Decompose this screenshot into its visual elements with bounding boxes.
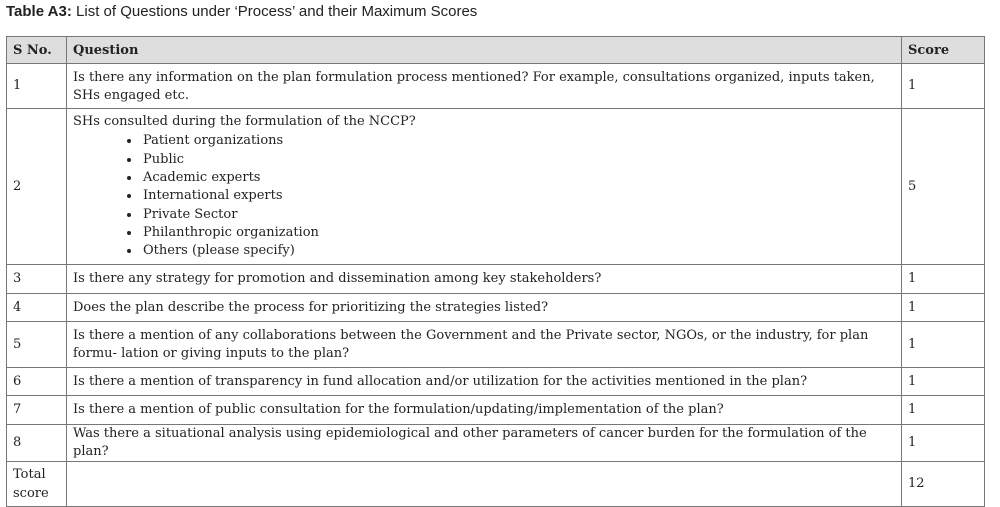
row-score: 1 (901, 293, 985, 322)
list-item: Others (please specify) (141, 242, 895, 260)
row-question: Is there any information on the plan for… (66, 63, 902, 109)
list-item: Academic experts (141, 169, 895, 187)
table-row: 5 Is there a mention of any collaboratio… (6, 321, 985, 368)
row-score: 1 (901, 395, 985, 425)
row-question: Is there a mention of transparency in fu… (66, 367, 902, 396)
header-row: S No. Question Score (6, 36, 985, 64)
total-score: 12 (901, 461, 985, 507)
row-question: Is there any strategy for promotion and … (66, 264, 902, 294)
table-row: 3 Is there any strategy for promotion an… (6, 264, 985, 294)
row-sno: 6 (6, 367, 67, 396)
total-label: Total score (6, 461, 67, 507)
table-caption-label: Table A3: (6, 3, 72, 20)
list-item: Patient organizations (141, 132, 895, 150)
row-sno: 7 (6, 395, 67, 425)
table-caption: Table A3: List of Questions under ‘Proce… (6, 3, 477, 20)
total-question (66, 461, 902, 507)
table-row: 6 Is there a mention of transparency in … (6, 367, 985, 396)
questions-table: S No. Question Score 1 Is there any info… (6, 36, 985, 507)
table-row: 1 Is there any information on the plan f… (6, 63, 985, 109)
stakeholder-options-list: Patient organizations Public Academic ex… (73, 132, 895, 260)
row-score: 1 (901, 264, 985, 294)
header-sno: S No. (6, 36, 67, 64)
row-score: 1 (901, 321, 985, 368)
row-sno: 8 (6, 424, 67, 462)
row-question-with-options: SHs consulted during the formulation of … (66, 108, 902, 265)
row-score: 1 (901, 367, 985, 396)
row-question: Does the plan describe the process for p… (66, 293, 902, 322)
row-sno: 4 (6, 293, 67, 322)
table-row: 4 Does the plan describe the process for… (6, 293, 985, 322)
row-question: SHs consulted during the formulation of … (73, 114, 416, 130)
row-score: 1 (901, 424, 985, 462)
table-row: 8 Was there a situational analysis using… (6, 424, 985, 462)
row-question: Was there a situational analysis using e… (66, 424, 902, 462)
row-score: 1 (901, 63, 985, 109)
row-sno: 5 (6, 321, 67, 368)
table-row: 2 SHs consulted during the formulation o… (6, 108, 985, 265)
row-question: Is there a mention of public consultatio… (66, 395, 902, 425)
row-question: Is there a mention of any collaborations… (66, 321, 902, 368)
header-question: Question (66, 36, 902, 64)
list-item: International experts (141, 187, 895, 205)
list-item: Public (141, 151, 895, 169)
list-item: Private Sector (141, 206, 895, 224)
row-score: 5 (901, 108, 985, 265)
row-sno: 2 (6, 108, 67, 265)
header-score: Score (901, 36, 985, 64)
row-sno: 1 (6, 63, 67, 109)
list-item: Philanthropic organization (141, 224, 895, 242)
row-sno: 3 (6, 264, 67, 294)
table-row: 7 Is there a mention of public consultat… (6, 395, 985, 425)
total-row: Total score 12 (6, 461, 985, 507)
table-caption-text: List of Questions under ‘Process’ and th… (71, 3, 478, 20)
